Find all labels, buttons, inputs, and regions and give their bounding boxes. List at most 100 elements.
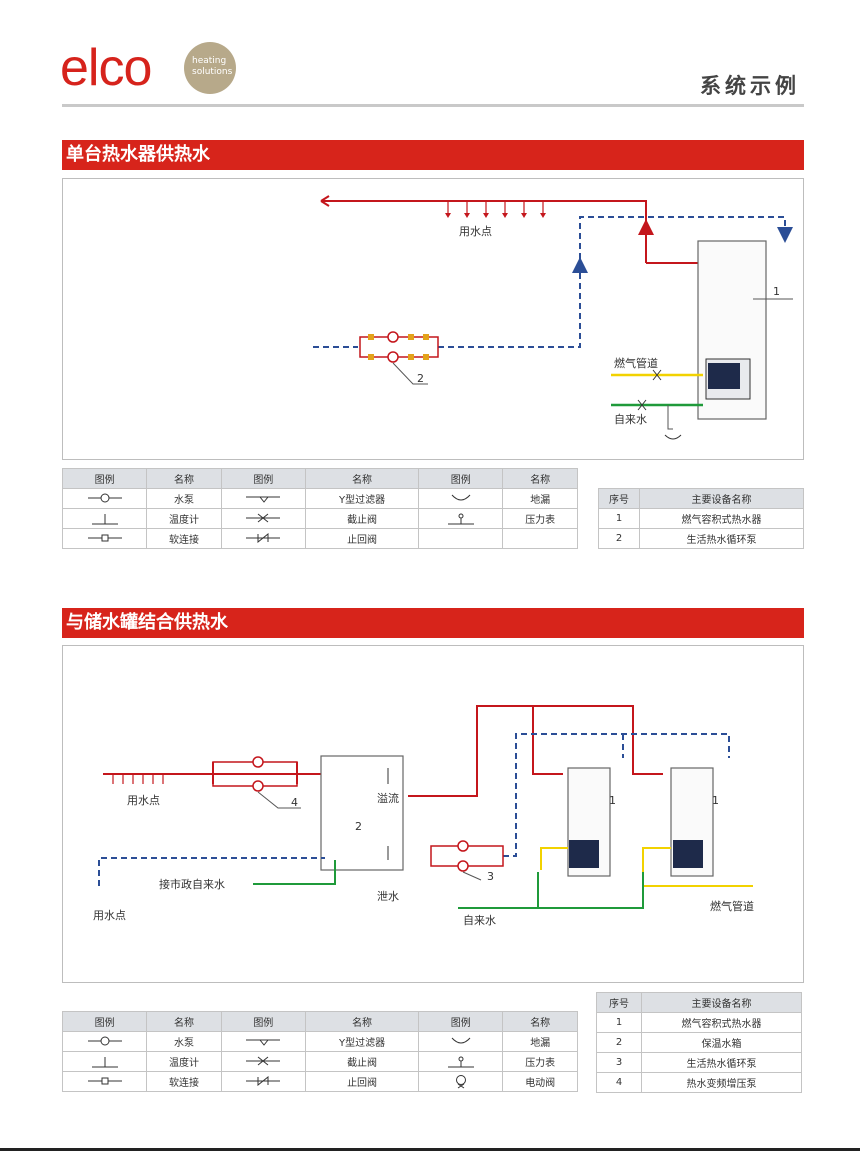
legend-name <box>502 528 578 549</box>
legend-name: 温度计 <box>146 508 222 529</box>
circulation-pump-group-2 <box>359 331 439 385</box>
legend-header: 名称 <box>502 1011 578 1032</box>
storage-tank-2 <box>320 755 404 871</box>
stop-valve-icon <box>220 508 306 529</box>
section-2-diagram: 用水点 用水点 接市政自来水 溢流 泄水 自来水 燃气管道 2 1 1 3 4 <box>62 645 804 983</box>
legend-table-1: 图例 名称 图例 名称 图例 名称 水泵 Y型过滤器 地漏 温度计 截止阀 压力… <box>61 468 578 549</box>
equipment-name: 燃气容积式热水器 <box>639 508 804 529</box>
y-strainer-icon <box>220 1031 306 1052</box>
section-1-diagram: 用水点 燃气管道 自来水 1 2 <box>62 178 804 460</box>
table-row: 水泵 Y型过滤器 地漏 <box>61 488 578 509</box>
legend-name: 温度计 <box>146 1051 222 1072</box>
equipment-name: 生活热水循环泵 <box>639 528 804 549</box>
legend-header-row: 图例 名称 图例 名称 图例 名称 <box>61 1011 578 1032</box>
label-use-point: 用水点 <box>459 225 492 238</box>
legend-header-row: 图例 名称 图例 名称 图例 名称 <box>61 468 578 489</box>
legend-name: 止回阀 <box>304 1071 420 1092</box>
label-city-water-2: 自来水 <box>463 914 496 927</box>
label-city-water: 自来水 <box>614 413 647 426</box>
equipment-no: 3 <box>596 1052 642 1073</box>
legend-header: 名称 <box>146 468 222 489</box>
equipment-header: 序号 <box>598 488 640 509</box>
equipment-name: 燃气容积式热水器 <box>641 1012 802 1033</box>
motor-valve-icon <box>418 1071 504 1092</box>
label-gas-pipe: 燃气管道 <box>614 357 658 370</box>
table-row: 软连接 止回阀 电动阀 <box>61 1071 578 1092</box>
legend-name: 软连接 <box>146 528 222 549</box>
legend-header: 图例 <box>61 1011 148 1032</box>
label-municipal-water: 接市政自来水 <box>159 878 225 891</box>
thermometer-icon <box>61 508 148 529</box>
logo-sub-line-1: heating <box>192 56 227 66</box>
equipment-header: 主要设备名称 <box>639 488 804 509</box>
label-gas-pipe-2: 燃气管道 <box>710 900 754 913</box>
footer-rule <box>0 1148 860 1151</box>
label-equipment-3: 3 <box>487 870 494 883</box>
pump-icon <box>61 1031 148 1052</box>
floor-drain-icon <box>418 488 504 509</box>
pump-icon <box>61 488 148 509</box>
equipment-name: 生活热水循环泵 <box>641 1052 802 1073</box>
label-equipment-2: 2 <box>417 372 424 385</box>
label-equipment-1: 1 <box>773 285 780 298</box>
table-row: 温度计 截止阀 压力表 <box>61 508 578 529</box>
legend-header: 名称 <box>304 468 420 489</box>
municipal-inlet-line <box>253 860 336 885</box>
check-valve-icon <box>220 528 306 549</box>
logo-badge: heating solutions <box>184 42 236 94</box>
legend-header: 名称 <box>304 1011 420 1032</box>
legend-name: 截止阀 <box>304 508 420 529</box>
equipment-no: 1 <box>598 508 640 529</box>
cold-water-inlet <box>611 399 703 440</box>
legend-name: 压力表 <box>502 508 578 529</box>
table-row: 水泵 Y型过滤器 地漏 <box>61 1031 578 1052</box>
legend-header: 名称 <box>502 468 578 489</box>
circulation-pump-group-3 <box>430 840 504 881</box>
booster-pump-group-4 <box>212 756 301 809</box>
legend-header: 图例 <box>418 1011 504 1032</box>
legend-name: 软连接 <box>146 1071 222 1092</box>
equipment-name: 保温水箱 <box>641 1032 802 1053</box>
thermometer-icon <box>61 1051 148 1072</box>
label-equipment-1b: 1 <box>712 794 719 807</box>
logo-sub-line-2: solutions <box>192 67 233 77</box>
legend-name: 地漏 <box>502 1031 578 1052</box>
legend-name: 地漏 <box>502 488 578 509</box>
stop-valve-icon <box>220 1051 306 1072</box>
label-equipment-4: 4 <box>291 796 298 809</box>
pressure-gauge-icon <box>418 508 504 529</box>
legend-header: 图例 <box>61 468 148 489</box>
legend-table-2: 图例 名称 图例 名称 图例 名称 水泵 Y型过滤器 地漏 温度计 截止阀 压力… <box>61 1011 578 1092</box>
equipment-no: 2 <box>598 528 640 549</box>
diagram-2-svg <box>98 705 753 909</box>
legend-name: 水泵 <box>146 1031 222 1052</box>
water-heater-1 <box>697 240 793 420</box>
equipment-header: 主要设备名称 <box>641 992 802 1013</box>
equipment-no: 1 <box>596 1012 642 1033</box>
pressure-gauge-icon <box>418 1051 504 1072</box>
logo-wordmark: elco <box>60 39 152 97</box>
gas-line <box>611 369 703 381</box>
section-1-title: 单台热水器供热水 <box>62 140 804 170</box>
water-heater-1b <box>670 767 714 877</box>
label-equipment-1a: 1 <box>609 794 616 807</box>
header-divider <box>62 104 804 107</box>
floor-drain-icon <box>418 1031 504 1052</box>
page-category: 系统示例 <box>700 74 800 98</box>
section-2-title: 与储水罐结合供热水 <box>62 608 804 638</box>
equipment-header-row: 序号 主要设备名称 <box>596 992 802 1013</box>
equipment-header-row: 序号 主要设备名称 <box>598 488 804 509</box>
legend-name: Y型过滤器 <box>304 1031 420 1052</box>
table-row: 温度计 截止阀 压力表 <box>61 1051 578 1072</box>
label-overflow: 溢流 <box>377 792 399 805</box>
equipment-no: 4 <box>596 1072 642 1093</box>
check-valve-icon <box>220 1071 306 1092</box>
equipment-header: 序号 <box>596 992 642 1013</box>
